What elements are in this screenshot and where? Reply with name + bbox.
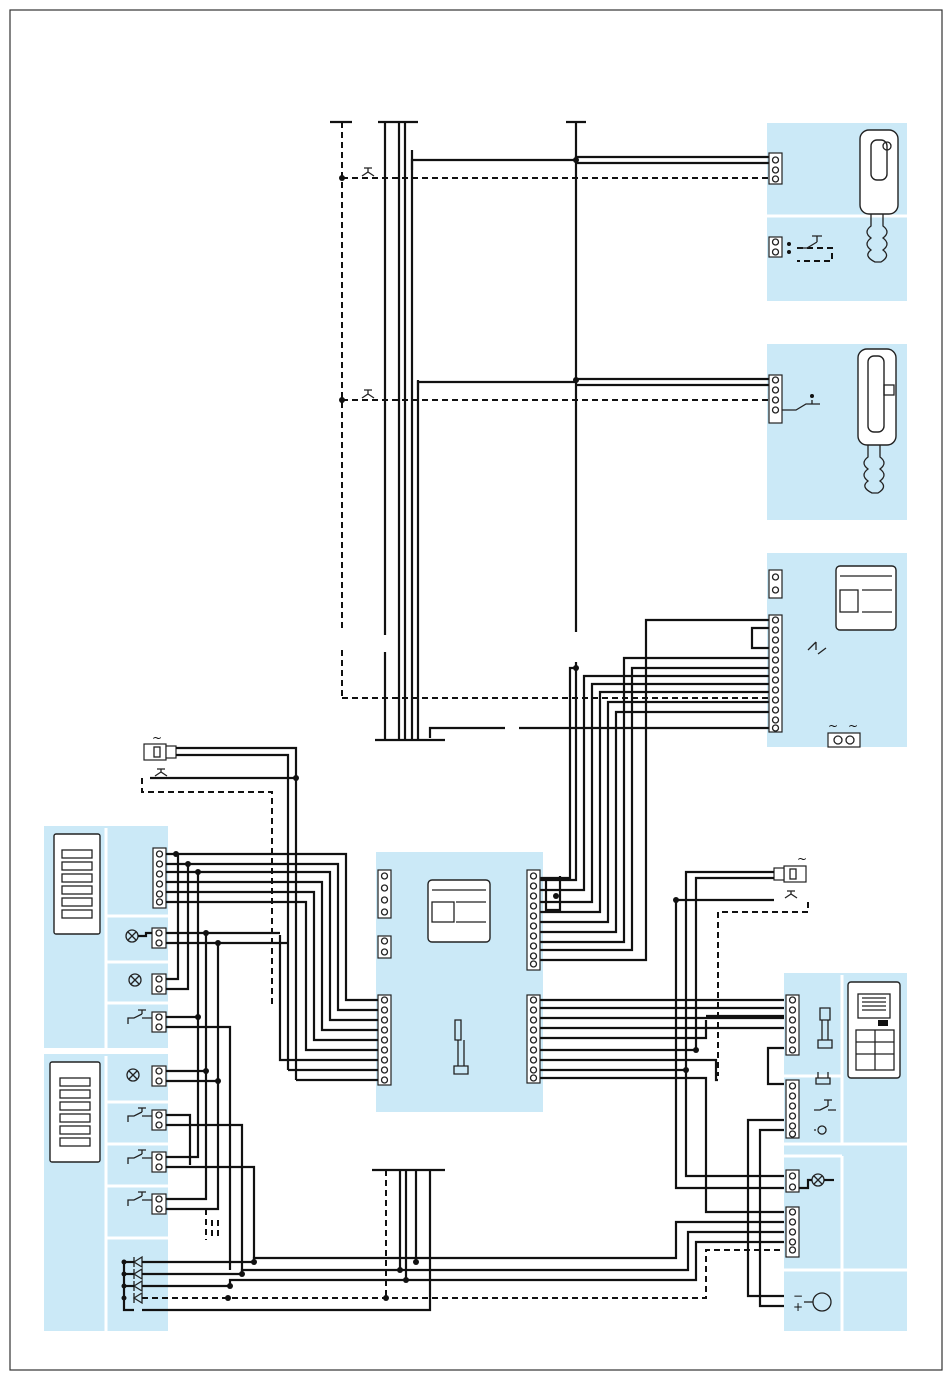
- button-panel-b-body: [50, 1062, 100, 1162]
- handset-2-wiring: [339, 377, 770, 403]
- ac-symbol-door-unit-1: ~: [828, 719, 838, 733]
- plus-symbol: +: [793, 1300, 803, 1314]
- riser-wires: [330, 122, 586, 740]
- ac-symbol-bell-left: ~: [152, 731, 162, 745]
- button-panel-a-body: [54, 834, 100, 934]
- central-unit-body: [428, 880, 490, 942]
- ac-symbol-bell-right: ~: [797, 852, 807, 866]
- ac-symbol-door-unit-2: ~: [848, 719, 858, 733]
